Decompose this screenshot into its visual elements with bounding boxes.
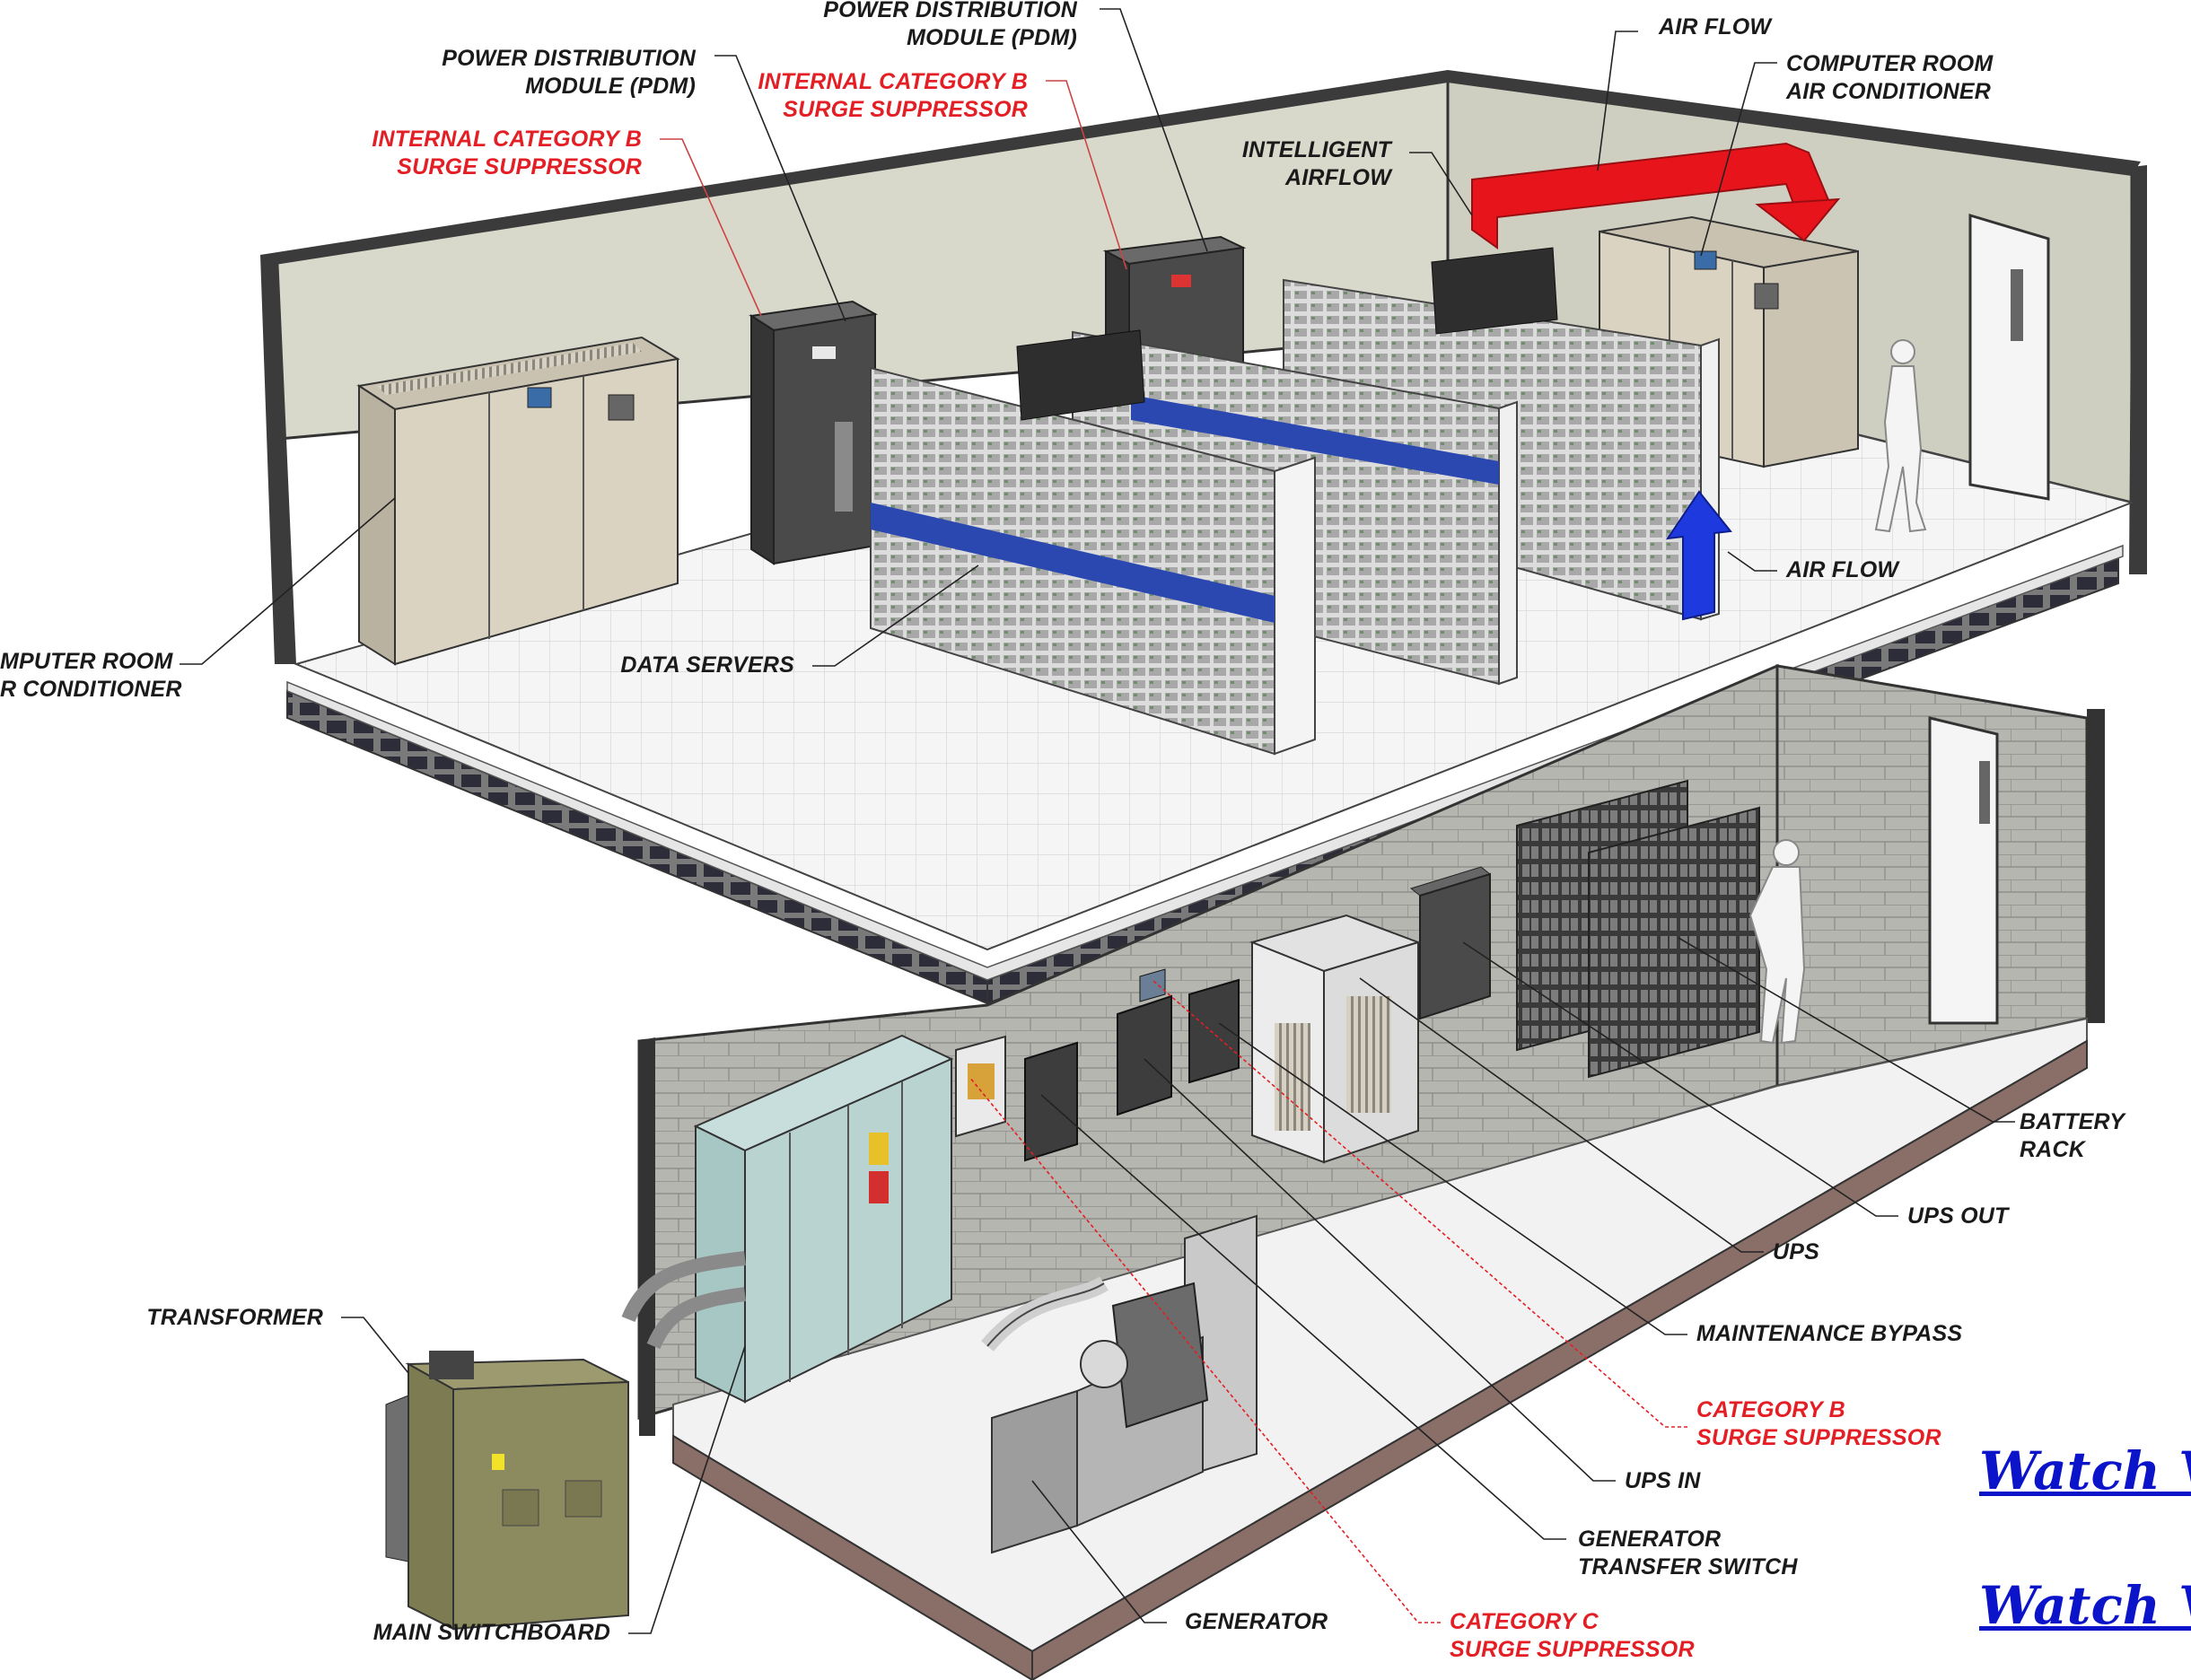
leader-transformer bbox=[341, 1317, 409, 1374]
category-c-surge-box bbox=[1024, 1041, 1078, 1162]
leader-intelligent-airflow bbox=[1409, 152, 1473, 216]
upper-door bbox=[1968, 213, 2050, 501]
ups-cabinet bbox=[1249, 914, 1422, 1164]
transformer bbox=[385, 1251, 747, 1631]
lower-floor bbox=[385, 663, 2105, 1680]
leader-generator bbox=[1031, 1480, 1167, 1623]
leader-pdm-top bbox=[1100, 8, 1208, 252]
category-b-surge-box bbox=[1139, 968, 1166, 1002]
leader-gen-transfer bbox=[1040, 1094, 1566, 1540]
leader-maintenance-bypass bbox=[1218, 1022, 1687, 1335]
leader-ups-out bbox=[1462, 941, 1898, 1217]
leader-battery-rack bbox=[1678, 937, 2015, 1123]
label-pdm-left: POWER DISTRIBUTION MODULE (PDM) bbox=[442, 46, 696, 99]
leader-surge-b-left bbox=[660, 138, 762, 317]
leader-air-flow-top bbox=[1597, 31, 1638, 171]
label-battery-rack: BATTERY RACK bbox=[2020, 1109, 2125, 1162]
person-silhouette-lower bbox=[1748, 839, 1806, 1045]
air-flow-up-arrow bbox=[1665, 490, 1732, 621]
leader-category-b bbox=[1152, 980, 1687, 1428]
leader-lines bbox=[180, 8, 2015, 1634]
leader-crac-right bbox=[1700, 62, 1777, 257]
battery-racks bbox=[1516, 779, 1760, 1079]
label-maintenance-bypass: MAINTENANCE BYPASS bbox=[1696, 1321, 1963, 1346]
label-ups-in: UPS IN bbox=[1625, 1468, 1701, 1493]
label-category-b: CATEGORY B SURGE SUPPRESSOR bbox=[1696, 1397, 1941, 1450]
pdm-cabinet-left bbox=[749, 300, 879, 565]
label-air-flow-top: AIR FLOW bbox=[1659, 14, 1772, 39]
leader-ups-in bbox=[1144, 1058, 1616, 1482]
watch-video-link-1[interactable]: Watch V bbox=[1979, 1440, 2191, 1501]
label-surge-b-top: INTERNAL CATEGORY B SURGE SUPPRESSOR bbox=[758, 69, 1028, 122]
label-category-c: CATEGORY C SURGE SUPPRESSOR bbox=[1450, 1609, 1695, 1662]
label-surge-b-left: INTERNAL CATEGORY B SURGE SUPPRESSOR bbox=[372, 127, 642, 179]
leader-pdm-left bbox=[714, 55, 846, 322]
lower-floor-slab bbox=[672, 1434, 1033, 1680]
label-main-switchboard: MAIN SWITCHBOARD bbox=[372, 1620, 610, 1645]
label-transformer: TRANSFORMER bbox=[146, 1305, 323, 1330]
generator bbox=[981, 1214, 1258, 1554]
leader-main-switchboard bbox=[628, 1345, 746, 1634]
person-silhouette-upper bbox=[1874, 339, 1927, 533]
label-ups-out: UPS OUT bbox=[1907, 1203, 2009, 1229]
leader-category-c bbox=[968, 1076, 1441, 1623]
leader-ups bbox=[1359, 977, 1764, 1253]
leader-crac-left bbox=[180, 497, 396, 665]
label-intelligent-airflow: INTELLIGENT AIRFLOW bbox=[1241, 137, 1391, 190]
crac-unit-left bbox=[356, 336, 680, 666]
control-panel-small bbox=[955, 1035, 1006, 1138]
label-crac-right: COMPUTER ROOM AIR CONDITIONER bbox=[1786, 51, 1994, 104]
leader-air-flow-mid bbox=[1727, 551, 1777, 572]
label-crac-left: MPUTER ROOM R CONDITIONER bbox=[0, 649, 182, 702]
server-rack-row-front bbox=[870, 329, 1316, 756]
leader-data-servers bbox=[812, 564, 979, 667]
label-data-servers: DATA SERVERS bbox=[620, 652, 794, 678]
ups-in-box bbox=[1188, 978, 1240, 1084]
generator-transfer-switch-box bbox=[1117, 994, 1172, 1116]
label-gen-transfer: GENERATOR TRANSFER SWITCH bbox=[1578, 1527, 1798, 1579]
label-pdm-top: POWER DISTRIBUTION MODULE (PDM) bbox=[823, 0, 1077, 50]
leader-surge-b-top bbox=[1046, 80, 1127, 270]
lower-door bbox=[1928, 716, 1999, 1025]
intelligent-airflow-arrow bbox=[1471, 142, 1841, 249]
label-air-flow-mid: AIR FLOW bbox=[1786, 557, 1899, 582]
maintenance-bypass-panel bbox=[1409, 866, 1492, 1020]
label-generator: GENERATOR bbox=[1185, 1609, 1328, 1634]
watch-video-link-2[interactable]: Watch V bbox=[1979, 1575, 2191, 1636]
label-ups: UPS bbox=[1773, 1239, 1820, 1264]
